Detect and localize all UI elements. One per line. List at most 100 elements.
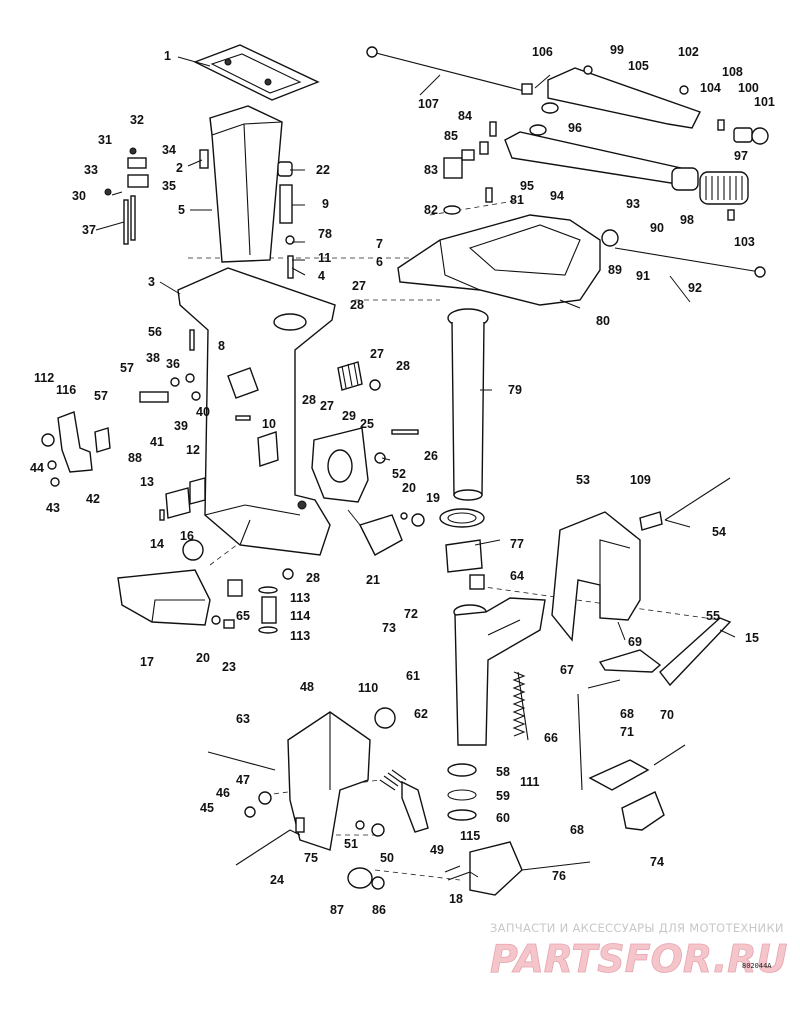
callout-63: 63 — [236, 712, 250, 726]
callout-54: 54 — [712, 525, 726, 539]
callout-108: 108 — [722, 65, 743, 79]
callout-81: 81 — [510, 193, 524, 207]
callout-103: 103 — [734, 235, 755, 249]
callout-102: 102 — [678, 45, 699, 59]
callout-62: 62 — [414, 707, 428, 721]
callout-26: 26 — [424, 449, 438, 463]
callout-28b: 28 — [396, 359, 410, 373]
callout-55: 55 — [706, 609, 720, 623]
callout-69: 69 — [628, 635, 642, 649]
callout-25: 25 — [360, 417, 374, 431]
callout-22: 22 — [316, 163, 330, 177]
callout-18: 18 — [449, 892, 463, 906]
part-stern-bracket-left — [207, 711, 371, 851]
callout-1: 1 — [164, 49, 171, 63]
callout-101: 101 — [754, 95, 775, 109]
callout-76: 76 — [552, 869, 566, 883]
callout-27: 27 — [352, 279, 366, 293]
callout-112: 112 — [34, 371, 54, 385]
part-tilt-parts — [374, 671, 529, 821]
callout-61: 61 — [406, 669, 420, 683]
callout-58: 58 — [496, 765, 510, 779]
callout-49: 49 — [430, 843, 444, 857]
callout-88: 88 — [128, 451, 142, 465]
part-housing-fittings — [159, 329, 279, 561]
callout-95: 95 — [520, 179, 534, 193]
callout-12: 12 — [186, 443, 200, 457]
watermark-logo: PARTSFOR.RU — [490, 937, 788, 981]
callout-94: 94 — [550, 189, 564, 203]
callout-68: 68 — [620, 707, 634, 721]
callout-37: 37 — [82, 223, 96, 237]
callout-113: 113 — [290, 591, 310, 605]
part-steering-tube — [447, 308, 489, 501]
callout-33: 33 — [84, 163, 98, 177]
drawing-code: 802044A — [742, 962, 772, 970]
callout-110: 110 — [358, 681, 378, 695]
callout-8: 8 — [218, 339, 225, 353]
callout-60: 60 — [496, 811, 510, 825]
callout-57b: 57 — [94, 389, 108, 403]
callout-104: 104 — [700, 81, 721, 95]
callout-41: 41 — [150, 435, 164, 449]
part-tilt-support — [444, 841, 523, 896]
part-exhaust-cover — [117, 569, 211, 626]
callout-19: 19 — [426, 491, 440, 505]
callout-67: 67 — [560, 663, 574, 677]
callout-70: 70 — [660, 708, 674, 722]
callout-27b: 27 — [370, 347, 384, 361]
callout-64: 64 — [510, 569, 524, 583]
callout-107: 107 — [418, 97, 439, 111]
callout-91: 91 — [636, 269, 650, 283]
callout-31: 31 — [98, 133, 112, 147]
callout-4: 4 — [318, 269, 325, 283]
callout-56: 56 — [148, 325, 162, 339]
callout-50: 50 — [380, 851, 394, 865]
callout-92: 92 — [688, 281, 702, 295]
part-exhaust-plate — [193, 44, 320, 101]
part-swivel-bracket — [397, 214, 766, 306]
callout-79: 79 — [508, 383, 522, 397]
callout-21: 21 — [366, 573, 380, 587]
callout-73: 73 — [382, 621, 396, 635]
part-clamp-plate — [577, 617, 732, 791]
callout-84: 84 — [458, 109, 472, 123]
callout-32: 32 — [130, 113, 144, 127]
callout-6: 6 — [376, 255, 383, 269]
part-exhaust-tube — [209, 105, 283, 263]
callout-44: 44 — [30, 461, 44, 475]
callout-113b: 113 — [290, 629, 310, 643]
callout-46: 46 — [216, 786, 230, 800]
callout-100: 100 — [738, 81, 759, 95]
part-swivel-tube — [453, 597, 546, 746]
callout-116: 116 — [56, 383, 76, 397]
callout-87: 87 — [330, 903, 344, 917]
callout-labels: 1 2 3 4 5 6 7 8 9 10 11 12 13 14 15 16 1… — [30, 43, 775, 917]
callout-13: 13 — [140, 475, 154, 489]
part-exhaust-housing — [177, 267, 336, 556]
callout-23: 23 — [222, 660, 236, 674]
callout-71: 71 — [620, 725, 634, 739]
callout-114: 114 — [290, 609, 310, 623]
callout-15: 15 — [745, 631, 759, 645]
part-steering-handle — [366, 46, 769, 221]
callout-40: 40 — [196, 405, 210, 419]
callout-52: 52 — [392, 467, 406, 481]
callout-45: 45 — [200, 801, 214, 815]
callout-3: 3 — [148, 275, 155, 289]
callout-99: 99 — [610, 43, 624, 57]
callout-42: 42 — [86, 492, 100, 506]
callout-28d: 28 — [306, 571, 320, 585]
callout-105: 105 — [628, 59, 649, 73]
callout-109: 109 — [630, 473, 651, 487]
leader-lines — [95, 56, 736, 878]
callout-72: 72 — [404, 607, 418, 621]
part-tilt-lever — [588, 744, 686, 831]
callout-34: 34 — [162, 143, 176, 157]
callout-28: 28 — [350, 298, 364, 312]
watermark-tagline: ЗАПЧАСТИ И АКСЕССУАРЫ ДЛЯ МОТОТЕХНИКИ — [490, 921, 784, 935]
callout-35: 35 — [162, 179, 176, 193]
callout-30: 30 — [72, 189, 86, 203]
callout-36: 36 — [166, 357, 180, 371]
callout-75: 75 — [304, 851, 318, 865]
